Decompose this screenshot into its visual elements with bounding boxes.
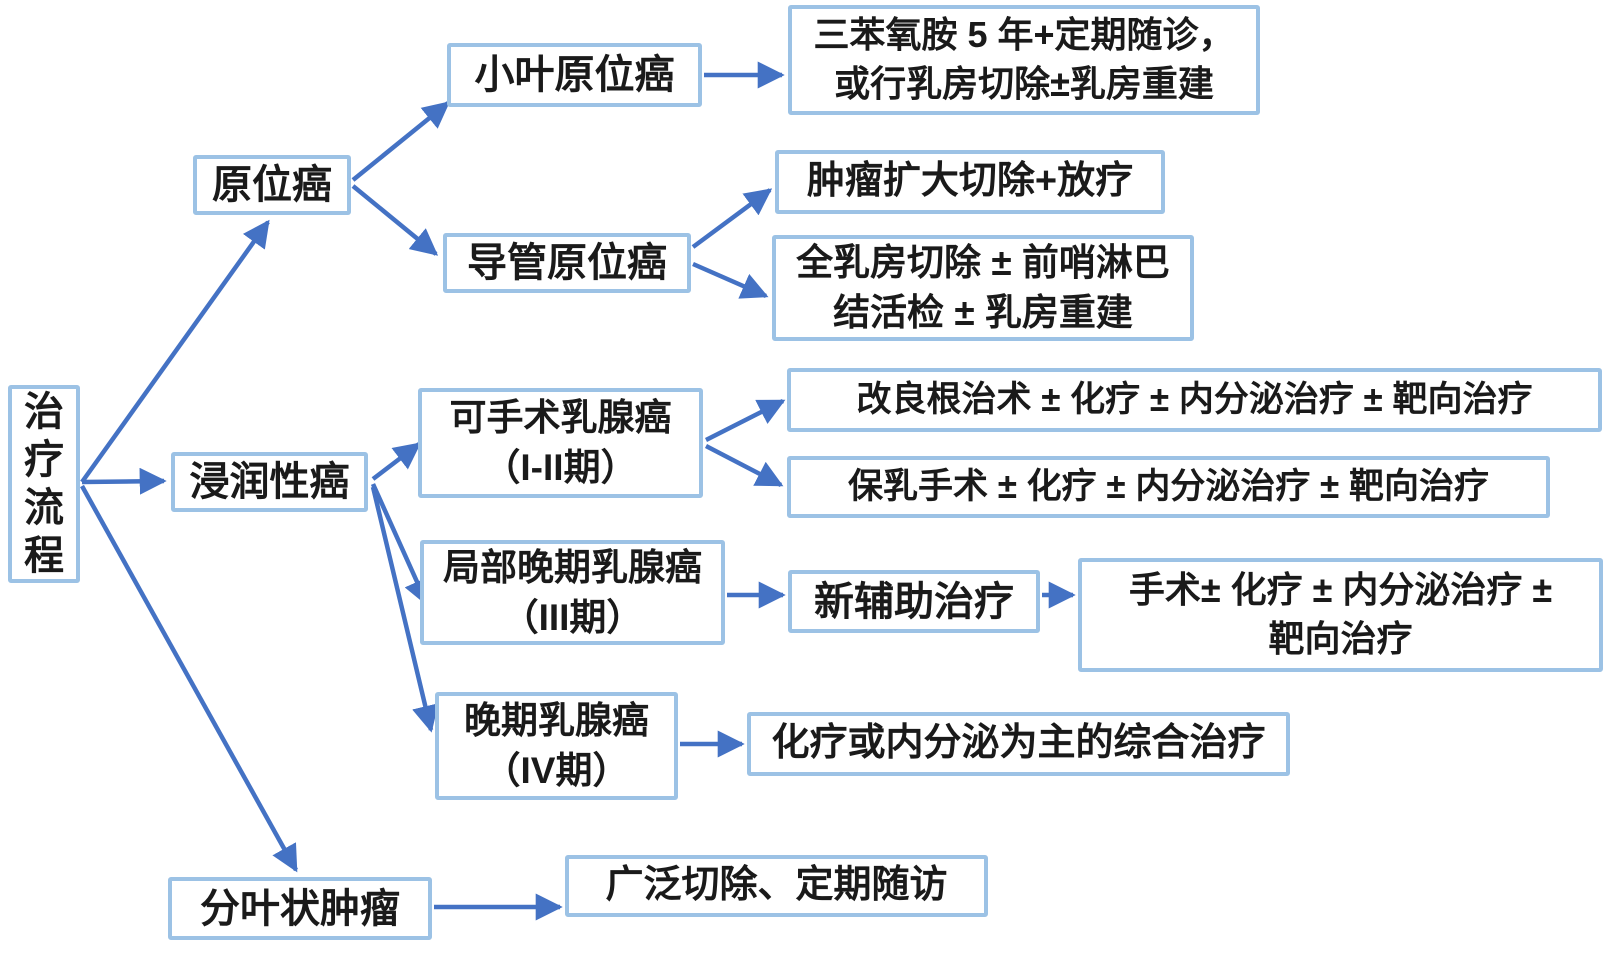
- edge-insitu-lobular: [351, 101, 451, 182]
- outcome-phyllodes-treatment: 广泛切除、定期随访: [565, 855, 988, 917]
- node-label: 原位癌: [212, 163, 332, 207]
- outcome-lcis-treatment: 三苯氧胺 5 年+定期随诊， 或行乳房切除±乳房重建: [788, 5, 1260, 115]
- outcome-line1: 三苯氧胺 5 年+定期随诊，: [813, 14, 1235, 56]
- node-carcinoma-in-situ: 原位癌: [193, 155, 351, 215]
- edge-invasive-operable: [371, 442, 422, 481]
- node-label-line1: 晚期乳腺癌: [464, 700, 649, 742]
- edge-root-insitu: [80, 219, 270, 484]
- node-label: 分叶状肿瘤: [200, 886, 400, 931]
- outcome-line1: 手术± 化疗 ± 内分泌治疗 ±: [1128, 569, 1553, 611]
- node-ductal-carcinoma-in-situ: 导管原位癌: [443, 233, 691, 293]
- outcome-label: 改良根治术 ± 化疗 ± 内分泌治疗 ± 靶向治疗: [856, 380, 1533, 420]
- edge-ductal-r2: [691, 188, 773, 249]
- node-locally-advanced-breast-cancer: 局部晚期乳腺癌 （III期）: [420, 540, 725, 645]
- outcome-advanced-comprehensive-treatment: 化疗或内分泌为主的综合治疗: [747, 712, 1290, 776]
- outcome-line2: 靶向治疗: [1268, 618, 1413, 659]
- edge-invasive-advanced: [370, 486, 439, 733]
- edge-operable-r4: [704, 398, 786, 443]
- outcome-line2: 或行乳房切除±乳房重建: [834, 63, 1214, 104]
- outcome-line2: 结活检 ± 乳房重建: [833, 292, 1133, 333]
- edge-ductal-r3: [692, 261, 769, 299]
- edge-operable-r5: [704, 444, 784, 487]
- outcome-dcis-mastectomy: 全乳房切除 ± 前哨淋巴 结活检 ± 乳房重建: [772, 235, 1194, 341]
- outcome-breast-conserving-surgery: 保乳手术 ± 化疗 ± 内分泌治疗 ± 靶向治疗: [787, 456, 1550, 518]
- outcome-line1: 全乳房切除 ± 前哨淋巴: [796, 242, 1170, 284]
- node-operable-breast-cancer: 可手术乳腺癌 （I-II期）: [418, 388, 703, 498]
- outcome-modified-radical-mastectomy: 改良根治术 ± 化疗 ± 内分泌治疗 ± 靶向治疗: [787, 368, 1602, 432]
- outcome-label: 保乳手术 ± 化疗 ± 内分泌治疗 ± 靶向治疗: [848, 467, 1489, 507]
- node-lobular-carcinoma-in-situ: 小叶原位癌: [447, 43, 702, 107]
- node-label-line2: （IV期）: [483, 750, 630, 791]
- node-label-line1: 可手术乳腺癌: [449, 397, 672, 439]
- node-label: 导管原位癌: [467, 241, 667, 285]
- node-treatment-flow: 治疗流程: [8, 385, 80, 583]
- node-label: 新辅助治疗: [814, 579, 1014, 624]
- node-label-line2: （III期）: [501, 596, 644, 638]
- node-label: 治疗流程: [24, 390, 64, 578]
- outcome-label: 化疗或内分泌为主的综合治疗: [771, 722, 1266, 765]
- outcome-label: 广泛切除、定期随访: [605, 864, 948, 907]
- outcome-label: 肿瘤扩大切除+放疗: [806, 160, 1134, 203]
- node-neoadjuvant-therapy: 新辅助治疗: [788, 570, 1040, 633]
- node-advanced-breast-cancer: 晚期乳腺癌 （IV期）: [435, 692, 678, 800]
- edge-insitu-ductal: [351, 184, 439, 256]
- edge-root-invasive: [81, 467, 167, 495]
- outcome-dcis-wide-excision: 肿瘤扩大切除+放疗: [775, 150, 1165, 214]
- node-label: 浸润性癌: [189, 460, 350, 504]
- edge-root-phyllodes: [80, 484, 298, 873]
- node-label: 小叶原位癌: [474, 53, 675, 97]
- outcome-post-neoadjuvant: 手术± 化疗 ± 内分泌治疗 ± 靶向治疗: [1078, 558, 1603, 672]
- node-phyllodes-tumor: 分叶状肿瘤: [168, 877, 432, 940]
- node-label-line1: 局部晚期乳腺癌: [443, 546, 702, 588]
- node-invasive-carcinoma: 浸润性癌: [171, 452, 368, 512]
- node-label-line2: （I-II期）: [483, 447, 638, 488]
- edge-invasive-locadv: [370, 483, 430, 607]
